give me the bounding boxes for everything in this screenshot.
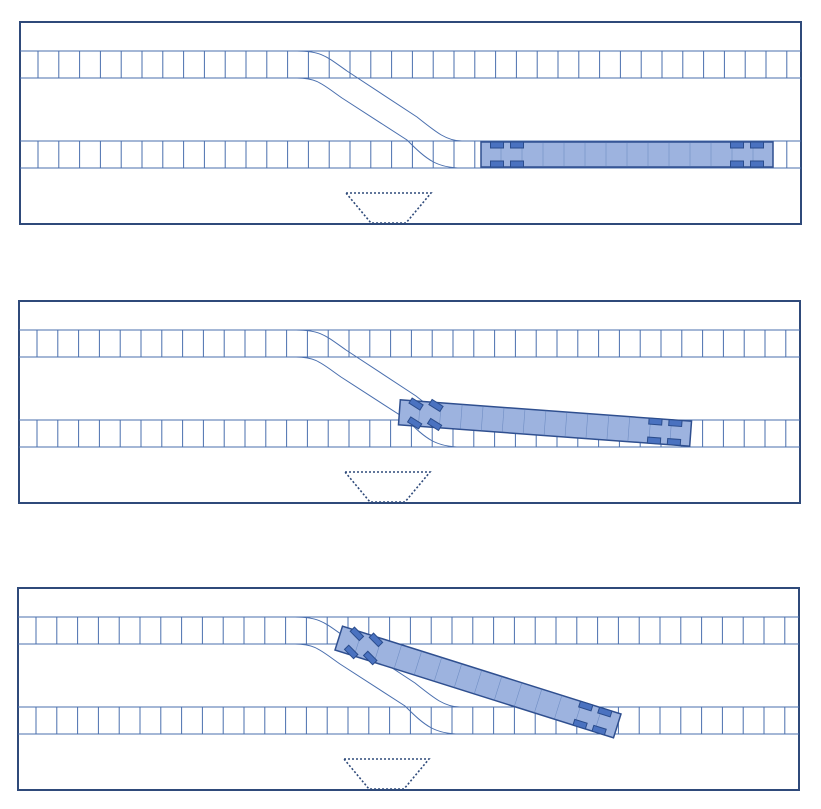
bus-vehicle — [480, 141, 774, 168]
wheel-icon — [578, 700, 594, 712]
crossover-curve — [296, 50, 463, 169]
wheel-icon — [510, 160, 524, 168]
bus-vehicle — [334, 625, 622, 739]
pit-trapezoid-icon — [344, 192, 433, 224]
wheel-icon — [428, 398, 444, 413]
wheel-icon — [666, 437, 682, 446]
wheel-icon — [349, 626, 365, 642]
panel-frame — [19, 21, 802, 225]
wheel-icon — [648, 417, 663, 426]
wheel-icon — [408, 397, 424, 411]
wheel-icon — [591, 724, 607, 736]
wheel-icon — [668, 419, 683, 428]
wheel-icon — [730, 160, 744, 168]
pit-trapezoid-icon — [343, 471, 432, 503]
bus-vehicle — [397, 397, 693, 447]
panel-step-3 — [17, 587, 800, 791]
wheel-icon — [750, 141, 764, 149]
wheel-icon — [426, 417, 443, 432]
lower-track — [18, 706, 799, 735]
wheel-icon — [572, 718, 588, 730]
wheel-icon — [490, 141, 504, 149]
wheel-icon — [406, 416, 423, 430]
pit-trapezoid-icon — [342, 758, 431, 790]
wheel-icon — [750, 160, 764, 168]
wheel-icon — [362, 650, 378, 666]
wheel-icon — [490, 160, 504, 168]
wheel-icon — [597, 706, 613, 718]
panel-frame — [17, 587, 800, 791]
wheel-icon — [343, 644, 359, 660]
wheel-icon — [368, 632, 384, 648]
upper-track — [20, 50, 801, 79]
wheel-icon — [646, 436, 662, 445]
panel-step-2 — [18, 300, 801, 504]
upper-track — [19, 329, 800, 358]
wheel-icon — [510, 141, 524, 149]
wheel-icon — [730, 141, 744, 149]
panel-step-1 — [19, 21, 802, 225]
